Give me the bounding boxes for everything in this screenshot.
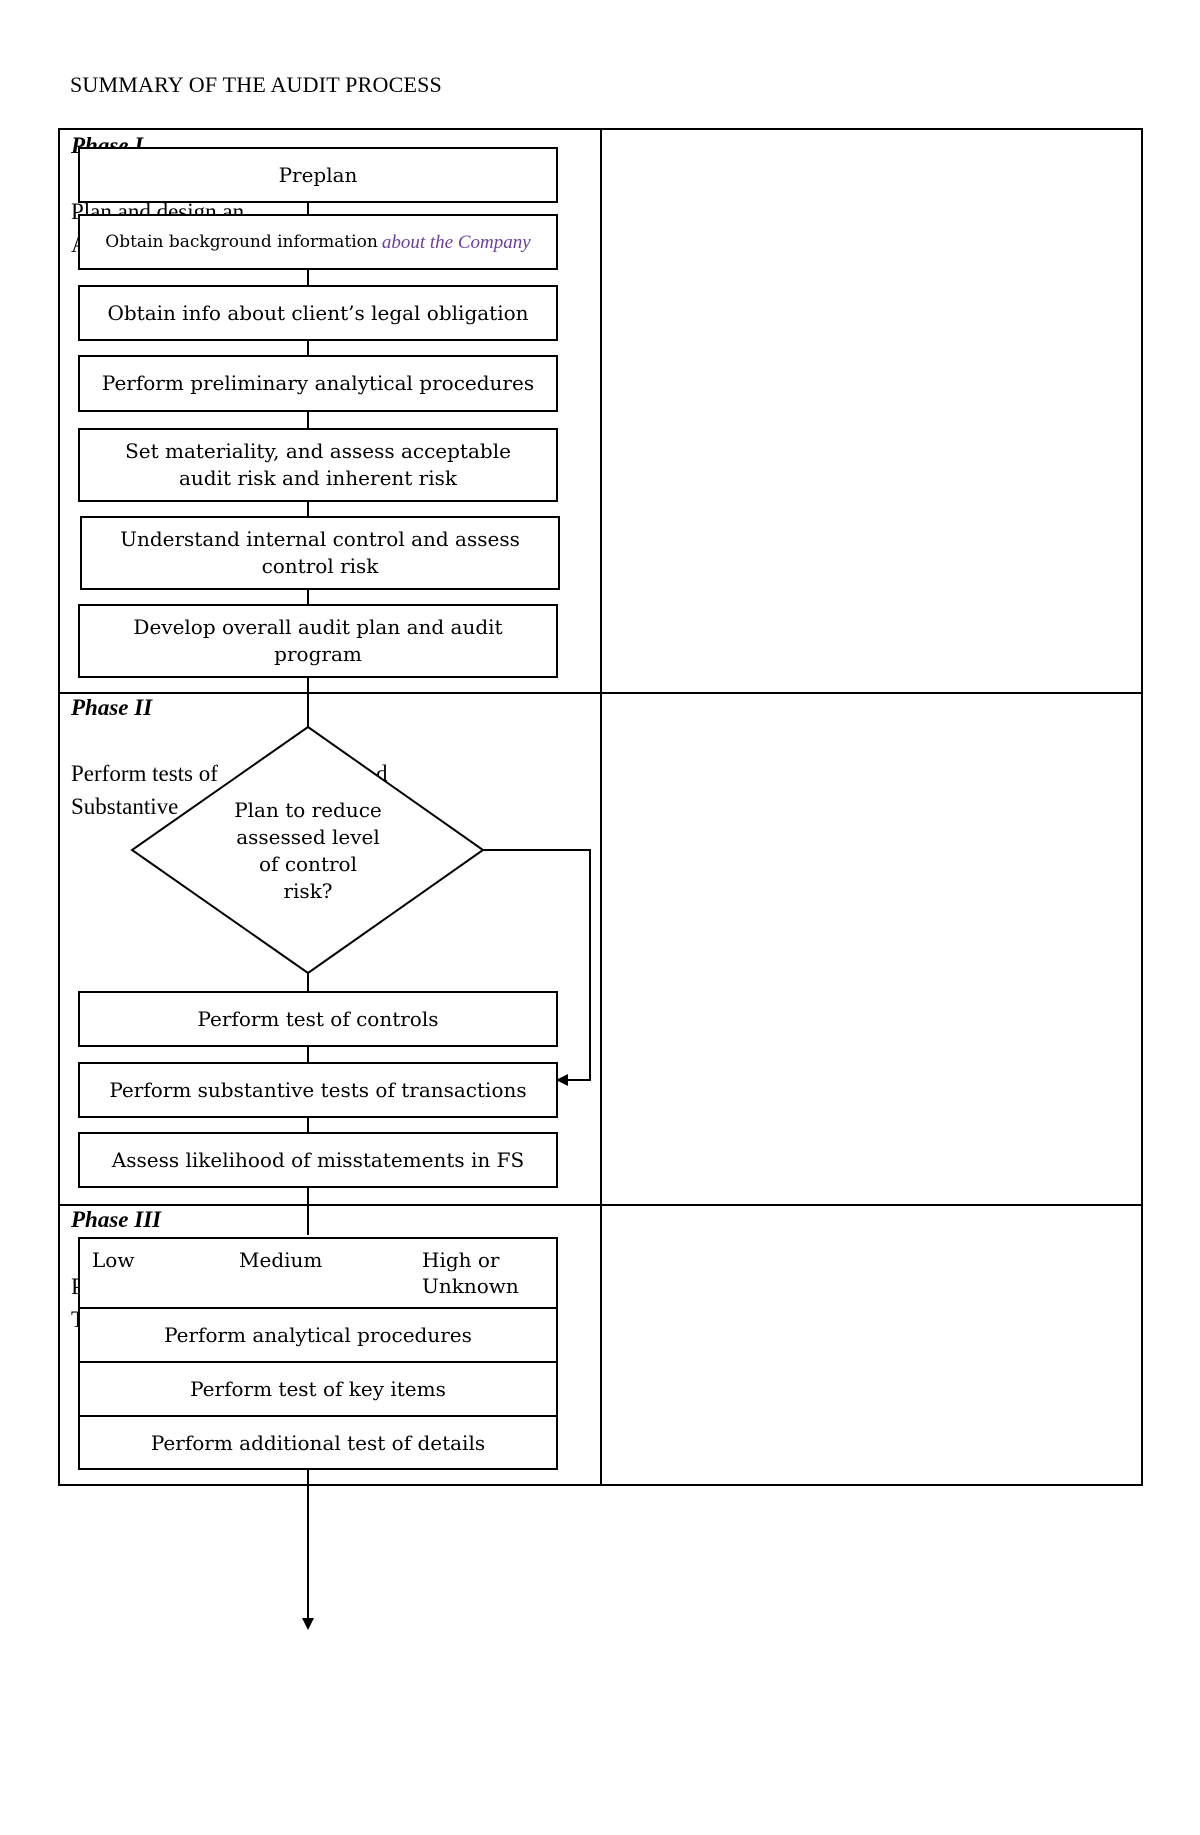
step-set-materiality: Set materiality, and assess acceptable a… <box>78 428 558 502</box>
step-preplan: Preplan <box>78 147 558 203</box>
end-arrowhead <box>302 1618 314 1630</box>
risk-level-medium: Medium <box>239 1248 323 1272</box>
step-assess-likelihood-of-misstatements: Assess likelihood of misstatements in FS <box>78 1132 558 1188</box>
phase-2-label: Phase II <box>71 695 153 720</box>
phase-2-description-line-2: Substantive <box>71 794 179 819</box>
column-divider <box>600 128 602 1486</box>
decision-question: Plan to reduce assessed level of control… <box>234 798 382 903</box>
phase-2-description-line-1: Perform tests of <box>71 761 218 786</box>
step-substantive-tests-of-transactions: Perform substantive tests of transaction… <box>78 1062 558 1118</box>
step-perform-analytical-procedures: Perform analytical procedures <box>80 1309 556 1363</box>
step-understand-internal-control: Understand internal control and assess c… <box>80 516 560 590</box>
phase-2-description-line-1-tail: d <box>376 761 388 786</box>
step-obtain-legal-obligation: Obtain info about client’s legal obligat… <box>78 285 558 341</box>
about-company-text: about the Company <box>381 231 531 253</box>
risk-level-high-or: High or <box>422 1248 500 1272</box>
phase-3-test-box: Low Medium High or Unknown Perform analy… <box>78 1237 558 1470</box>
step-obtain-background-information: Obtain background information about the … <box>78 214 558 270</box>
step-preliminary-analytical-procedures: Perform preliminary analytical procedure… <box>78 355 558 412</box>
page-title: SUMMARY OF THE AUDIT PROCESS <box>70 72 442 97</box>
risk-level-row: Low Medium High or Unknown <box>80 1239 556 1309</box>
row-divider-2 <box>58 1204 1143 1206</box>
row-divider-1 <box>58 692 1143 694</box>
no-branch-arrowhead <box>556 1074 568 1086</box>
risk-level-low: Low <box>92 1248 135 1272</box>
step-perform-test-of-key-items: Perform test of key items <box>80 1363 556 1417</box>
decision-diamond <box>130 725 485 975</box>
step-develop-audit-plan: Develop overall audit plan and audit pro… <box>78 604 558 678</box>
step-obtain-background-text: Obtain background information <box>105 231 378 252</box>
risk-level-unknown: Unknown <box>422 1274 519 1298</box>
no-branch-connector <box>483 849 591 1081</box>
phase-3-label: Phase III <box>71 1207 162 1232</box>
step-perform-test-of-controls: Perform test of controls <box>78 991 558 1047</box>
step-perform-additional-test-of-details: Perform additional test of details <box>150 1430 486 1455</box>
